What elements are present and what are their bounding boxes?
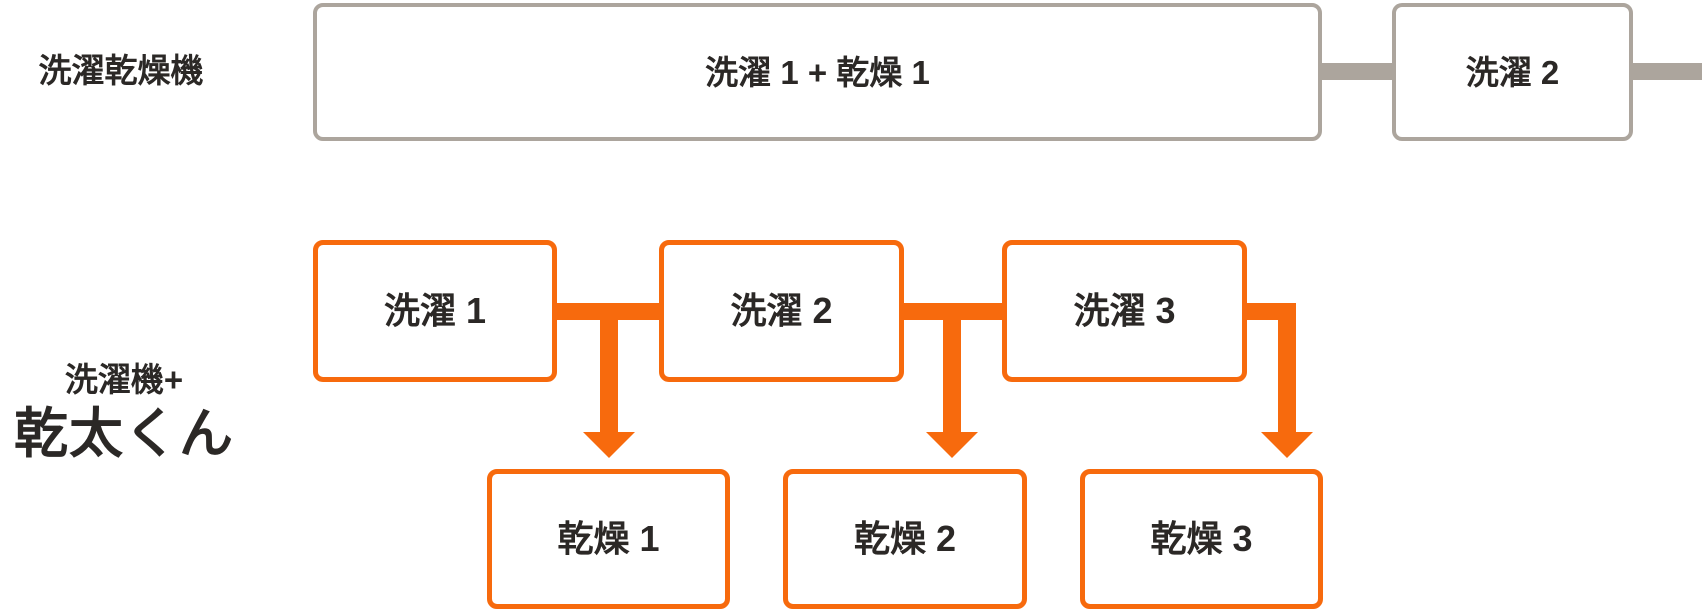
wash-step-label-3: 洗濯 3 <box>1073 290 1176 331</box>
dry-step-box-2: 乾燥 2 <box>783 469 1027 609</box>
down-arrow-shaft-2 <box>943 303 961 433</box>
washer-dryer-step-box-2: 洗濯 2 <box>1392 3 1633 141</box>
dry-step-box-1: 乾燥 1 <box>487 469 730 609</box>
down-arrow-head-1 <box>583 432 635 458</box>
step-label-wash2-top: 洗濯 2 <box>1465 53 1560 91</box>
row-label-washer-dryer: 洗濯乾燥機 <box>38 52 204 89</box>
row-label-washer-kanta: 洗濯機+ 乾太くん <box>0 363 248 461</box>
wash-step-label-1: 洗濯 1 <box>383 290 487 331</box>
dry-step-label-2: 乾燥 2 <box>853 518 957 559</box>
washer-dryer-step-box-1: 洗濯 1 + 乾燥 1 <box>313 3 1322 141</box>
dry-step-label-1: 乾燥 1 <box>557 518 660 559</box>
gray-connector-1 <box>1322 63 1392 80</box>
wash-step-label-2: 洗濯 2 <box>730 290 833 331</box>
wash-step-box-3: 洗濯 3 <box>1002 240 1247 382</box>
step-label-wash1-dry1: 洗濯 1 + 乾燥 1 <box>705 53 930 91</box>
dry-step-box-3: 乾燥 3 <box>1080 469 1323 609</box>
down-arrow-head-2 <box>926 432 978 458</box>
wash-step-box-1: 洗濯 1 <box>313 240 557 382</box>
down-arrow-shaft-1 <box>600 303 618 433</box>
gray-connector-2 <box>1633 63 1702 80</box>
dry-step-label-3: 乾燥 3 <box>1150 518 1253 559</box>
down-arrow-head-3 <box>1261 432 1313 458</box>
down-arrow-shaft-3 <box>1278 303 1296 433</box>
wash-step-box-2: 洗濯 2 <box>659 240 904 382</box>
row-label-washer-kanta-line2: 乾太くん <box>14 404 234 464</box>
row-label-washer-kanta-line1: 洗濯機+ <box>64 361 184 398</box>
